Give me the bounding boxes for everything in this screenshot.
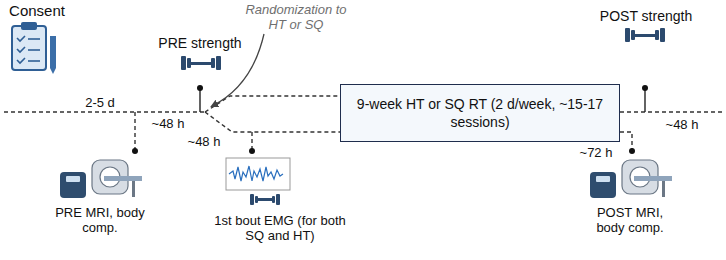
assessment-label: PRE MRI, body comp. <box>55 205 145 235</box>
assessment-label: 1st bout EMG (for both SQ and HT) <box>210 213 350 243</box>
mri-scanner-icon <box>92 160 142 197</box>
scale-icon <box>60 172 86 198</box>
emg-trace-icon <box>226 158 290 190</box>
consent-label: Consent <box>2 2 72 19</box>
interval-label: ~48 h <box>657 117 707 132</box>
mri-scanner-icon <box>622 160 672 197</box>
interval-label: ~48 h <box>179 134 229 149</box>
timepoint-dots <box>132 85 648 154</box>
interval-label: ~72 h <box>571 145 621 160</box>
dumbbell-icon <box>625 28 665 42</box>
clipboard-icon <box>12 22 56 74</box>
dumbbell-icon <box>250 194 280 205</box>
timepoint-label: PRE strength <box>145 35 255 51</box>
phase-text: 9-week HT or SQ RT (2 d/week, ~15-17 ses… <box>355 95 605 131</box>
timepoint-label: POST strength <box>586 8 706 24</box>
interval-label: ~48 h <box>143 116 193 131</box>
dumbbell-icon <box>181 56 221 70</box>
interval-label: 2-5 d <box>75 95 125 110</box>
scale-icon <box>590 172 616 198</box>
assessment-label: POST MRI, body comp. <box>585 205 675 235</box>
randomization-note: Randomization to HT or SQ <box>241 2 351 32</box>
phase-box: 9-week HT or SQ RT (2 d/week, ~15-17 ses… <box>340 84 620 142</box>
